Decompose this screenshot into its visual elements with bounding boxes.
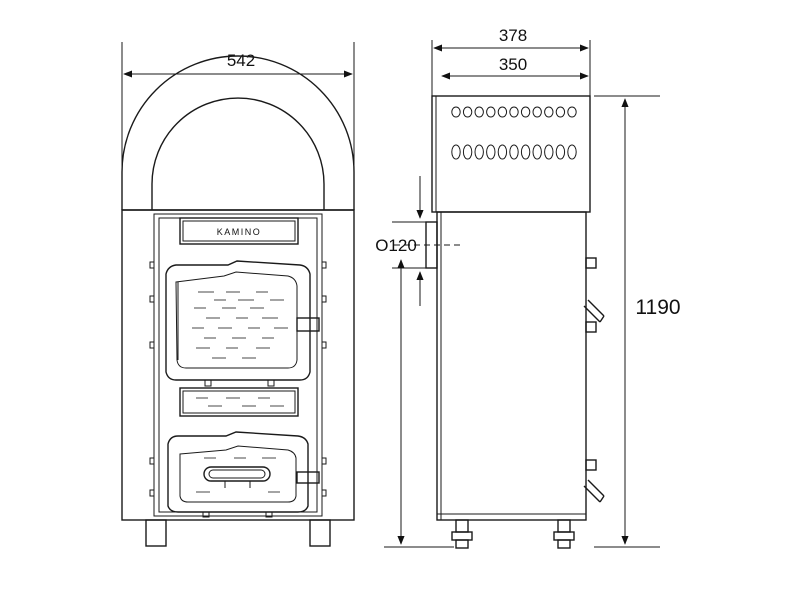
side-pins [149,261,327,497]
vent-hole [451,144,461,160]
vent-row-upper [451,106,577,118]
vent-hole [544,144,554,160]
vent-hole [555,144,566,160]
front-width-label: 542 [227,51,255,70]
lower-body [436,211,587,521]
vent-hole [451,106,461,118]
outer-depth-label: 378 [499,26,527,45]
side-feet [451,519,575,549]
vent-hole [486,106,496,118]
brand-plate-label: KAMINO [217,227,262,237]
vent-hole [509,144,519,160]
front-view: 542 KAMINO [121,42,355,547]
flue-diameter-label: O120 [375,236,417,255]
overall-height-label: 1190 [635,296,680,319]
ash-door-handle [296,471,320,484]
vent-hole [509,106,519,118]
brand-plate: KAMINO [179,217,299,245]
ash-door [167,431,320,518]
vent-hole [497,106,508,118]
side-view: 378 350 O120 [375,26,681,549]
upper-hood [431,95,591,213]
vent-hole [544,106,554,118]
side-depth-dimensions: 378 350 [431,26,591,100]
vent-hole [532,144,542,160]
vent-hole [462,106,473,118]
vent-hole [567,106,577,118]
vent-hole [520,144,531,160]
vent-hole [497,144,508,160]
air-slot [203,466,271,482]
arched-top [121,55,355,211]
fire-door [165,260,320,387]
vent-hole [532,106,542,118]
inner-depth-label: 350 [499,55,527,74]
rear-fittings [583,257,605,503]
front-width-dimension: 542 [121,42,355,210]
front-feet [145,519,331,547]
flue-diameter-dimension: O120 [375,176,432,306]
vent-hole [555,106,566,118]
middle-panel [179,387,299,417]
fire-door-handle [296,317,320,332]
vent-hole [474,144,484,160]
vent-hole [486,144,496,160]
flue-height-dimension [384,259,454,548]
vent-hole [474,106,484,118]
ash-door-strokes [196,457,280,493]
vent-hole [567,144,577,160]
vent-row-lower [451,144,577,160]
vent-hole [520,106,531,118]
vent-hole [462,144,473,160]
glass-reflections [192,291,288,359]
overall-height-dimension: 1190 [594,95,681,548]
